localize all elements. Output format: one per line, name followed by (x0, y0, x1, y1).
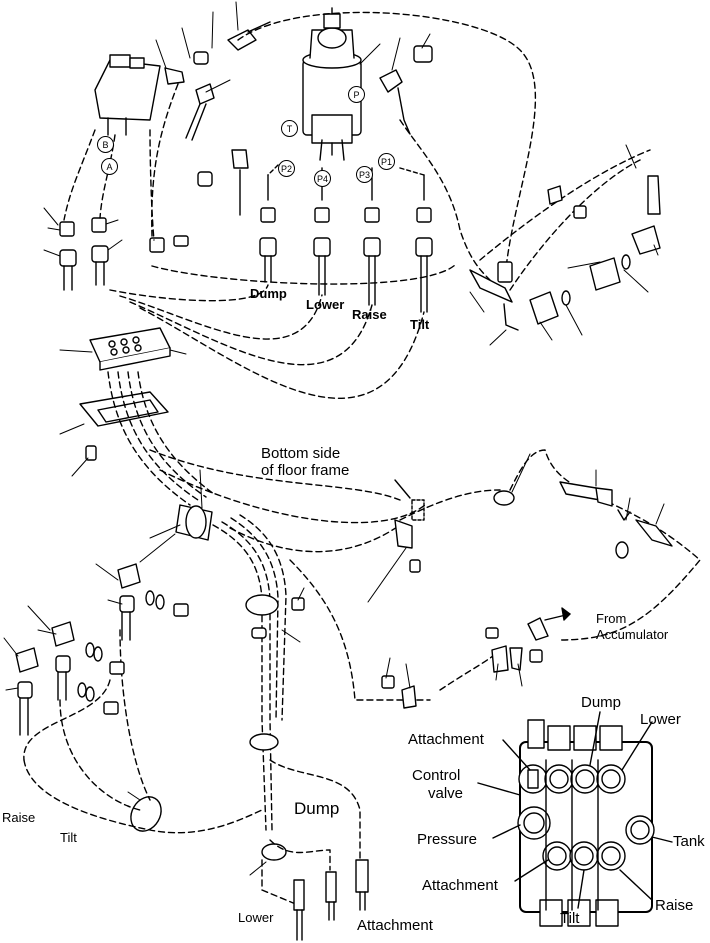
valve-label-raise: Raise (655, 897, 694, 914)
top-fittings (164, 21, 433, 216)
valve-label-lower: Lower (640, 711, 681, 728)
valve-label-control: Control (412, 767, 461, 784)
port-tag-p4: P4 (314, 170, 331, 187)
route-lines (23, 11, 701, 906)
callout-leaders (3, 1, 665, 876)
selector-valve (94, 54, 161, 136)
floor-frame-note-line2: of floor frame (261, 462, 350, 479)
label-tilt-hose: Tilt (60, 830, 77, 845)
right-fittings (469, 175, 661, 331)
label-raise-hose: Raise (2, 810, 36, 825)
hose-sleeve (175, 504, 213, 541)
valve-label-valve: valve (428, 785, 464, 802)
port-tag-a: A (101, 158, 118, 175)
valve-label-attachment-bottom: Attachment (422, 877, 498, 894)
accumulator-note-line2: Accumulator (596, 627, 669, 642)
port-tag-p1: P1 (378, 153, 395, 170)
valve-label-attachment-top: Attachment (408, 731, 484, 748)
valve-label-pressure: Pressure (417, 831, 478, 848)
valve-label-tilt: Tilt (560, 910, 580, 927)
junction-block (79, 327, 171, 461)
port-tag-p3: P3 (356, 166, 373, 183)
port-tag-b: B (97, 136, 114, 153)
floor-bracket (394, 479, 515, 573)
port-tag-t: T (281, 120, 298, 137)
port-tag-p: P (348, 86, 365, 103)
label-lower-line: Lower (306, 297, 345, 312)
label-attachment-hose: Attachment (357, 917, 433, 934)
valve-label-dump: Dump (581, 694, 622, 711)
ppc-valve (302, 7, 362, 161)
accumulator-fittings (381, 481, 673, 709)
lower-left-fittings (15, 563, 189, 736)
label-dump-hose: Dump (294, 799, 340, 818)
label-tilt-line: Tilt (410, 317, 430, 332)
bottom-hoses (293, 859, 369, 941)
label-raise-line: Raise (352, 307, 387, 322)
valve-label-tank: Tank (673, 833, 705, 850)
ppc-hoses (259, 164, 433, 313)
valve-leaders (477, 711, 673, 909)
control-valve (517, 719, 655, 927)
left-fittings (59, 217, 189, 291)
accumulator-note-line1: From (596, 611, 627, 626)
floor-frame-note-line1: Bottom side (261, 445, 341, 462)
port-tag-p2: P2 (278, 160, 295, 177)
label-dump-line: Dump (250, 286, 287, 301)
label-lower-hose: Lower (238, 910, 274, 925)
